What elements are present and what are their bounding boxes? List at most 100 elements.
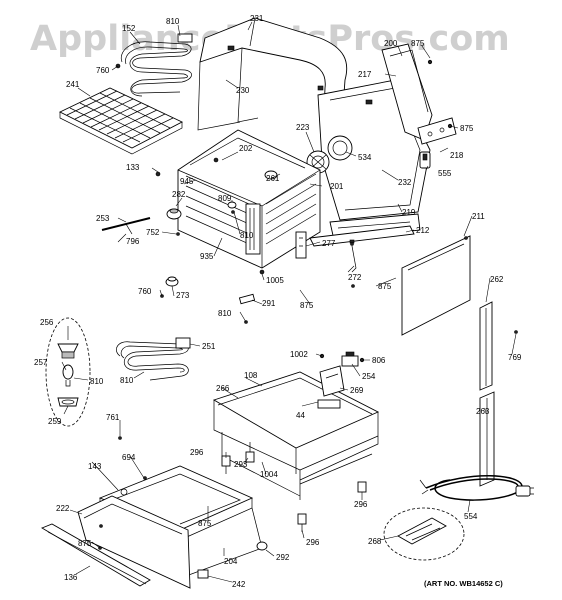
- power-cord: [419, 475, 534, 501]
- label-133: 133: [126, 163, 140, 172]
- label-291: 291: [262, 299, 276, 308]
- screw-769: [514, 330, 518, 334]
- label-810: 810: [240, 231, 254, 240]
- screw-875-top: [427, 59, 433, 65]
- screw-694: [143, 476, 147, 480]
- label-266: 266: [216, 384, 230, 393]
- label-875: 875: [378, 282, 392, 291]
- label-555: 555: [438, 169, 452, 178]
- label-810: 810: [120, 376, 134, 385]
- label-875: 875: [411, 39, 425, 48]
- label-809: 809: [218, 194, 232, 203]
- label-217: 217: [358, 70, 372, 79]
- terminal-block: [417, 117, 457, 145]
- label-760: 760: [138, 287, 152, 296]
- bottom-trim: [309, 225, 415, 247]
- label-254: 254: [362, 372, 376, 381]
- label-935: 935: [200, 252, 214, 261]
- switch-254: [341, 351, 359, 367]
- screw-133: [155, 171, 161, 177]
- art-number: (ART NO. WB14652 C): [424, 579, 503, 588]
- label-261: 261: [266, 174, 280, 183]
- label-242: 242: [232, 580, 246, 589]
- label-534: 534: [358, 153, 372, 162]
- label-273: 273: [176, 291, 190, 300]
- label-769: 769: [508, 353, 522, 362]
- label-143: 143: [88, 462, 102, 471]
- side-trim-263: [479, 391, 495, 487]
- label-752: 752: [146, 228, 160, 237]
- label-202: 202: [239, 144, 253, 153]
- label-760: 760: [96, 66, 110, 75]
- label-945: 945: [180, 177, 194, 186]
- sensor-555: [419, 151, 431, 169]
- anti-tip-bracket: [383, 507, 465, 561]
- label-232: 232: [398, 178, 412, 187]
- side-trim-262: [479, 301, 493, 391]
- leveling-leg-293: [245, 442, 255, 463]
- label-875: 875: [198, 519, 212, 528]
- label-292: 292: [276, 553, 290, 562]
- label-694: 694: [122, 453, 136, 462]
- label-875: 875: [300, 301, 314, 310]
- label-296: 296: [190, 448, 204, 457]
- label-806: 806: [372, 356, 386, 365]
- leveling-leg-296a: [221, 455, 231, 474]
- oven-cavity: [177, 129, 321, 269]
- screw-810-cavity: [231, 210, 235, 214]
- part-labels: 152 810 760 231 230 241 200 875 217 875 …: [34, 14, 522, 589]
- label-241: 241: [66, 80, 80, 89]
- screw-752: [176, 232, 180, 236]
- broil-element: [120, 33, 193, 97]
- label-296: 296: [354, 500, 368, 509]
- label-761: 761: [106, 413, 120, 422]
- label-272: 272: [348, 273, 362, 282]
- label-253: 253: [96, 214, 110, 223]
- label-1005: 1005: [266, 276, 284, 285]
- label-218: 218: [450, 151, 464, 160]
- label-251: 251: [202, 342, 216, 351]
- label-263: 263: [476, 407, 490, 416]
- label-810: 810: [90, 377, 104, 386]
- label-44: 44: [296, 411, 305, 420]
- label-152: 152: [122, 24, 136, 33]
- label-212: 212: [416, 226, 430, 235]
- label-268: 268: [368, 537, 382, 546]
- sensor-rod-253: [101, 217, 151, 235]
- label-256: 256: [40, 318, 54, 327]
- label-810: 810: [166, 17, 180, 26]
- label-875: 875: [460, 124, 474, 133]
- label-293: 293: [234, 460, 248, 469]
- label-223: 223: [296, 123, 310, 132]
- hinge-272: [350, 242, 357, 288]
- label-1002: 1002: [290, 350, 308, 359]
- glide-292: [256, 541, 268, 551]
- label-282: 282: [172, 190, 186, 199]
- knob-273: [165, 276, 179, 287]
- label-259: 259: [48, 417, 62, 426]
- label-262: 262: [490, 275, 504, 284]
- label-136: 136: [64, 573, 78, 582]
- label-200: 200: [384, 39, 398, 48]
- label-257: 257: [34, 358, 48, 367]
- label-219: 219: [402, 208, 416, 217]
- label-230: 230: [236, 86, 250, 95]
- label-1004: 1004: [260, 470, 278, 479]
- clip-291: [238, 293, 256, 305]
- rear-cover: [401, 235, 471, 336]
- label-277: 277: [322, 239, 336, 248]
- leader-lines: [61, 21, 517, 583]
- label-222: 222: [56, 504, 70, 513]
- bracket-269: [319, 365, 345, 397]
- label-231: 231: [250, 14, 264, 23]
- label-269: 269: [350, 386, 364, 395]
- label-810: 810: [218, 309, 232, 318]
- bake-element: [116, 337, 191, 381]
- label-211: 211: [472, 212, 485, 221]
- label-201: 201: [330, 182, 344, 191]
- screw-1005: [259, 269, 265, 275]
- label-796: 796: [126, 237, 140, 246]
- drawer-front-222: [77, 495, 191, 589]
